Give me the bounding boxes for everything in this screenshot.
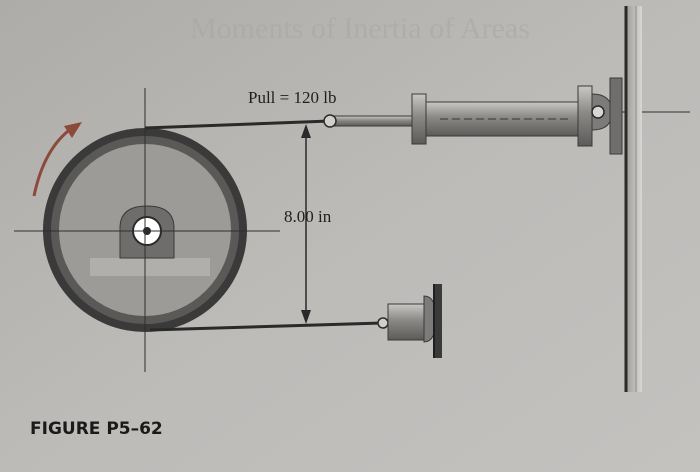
dimension-line bbox=[301, 124, 311, 324]
figure-caption: FIGURE P5–62 bbox=[30, 419, 163, 439]
lower-anchor bbox=[377, 284, 442, 358]
faded-header: Moments of Inertia of Areas bbox=[190, 12, 530, 45]
curved-arrow-icon bbox=[32, 122, 82, 197]
cable bbox=[144, 119, 384, 332]
wall-support bbox=[624, 6, 642, 392]
base-plate bbox=[90, 258, 210, 276]
distance-label: 8.00 in bbox=[284, 207, 332, 226]
upper-tension-rod bbox=[323, 77, 623, 155]
pull-label: Pull = 120 lb bbox=[248, 88, 336, 107]
